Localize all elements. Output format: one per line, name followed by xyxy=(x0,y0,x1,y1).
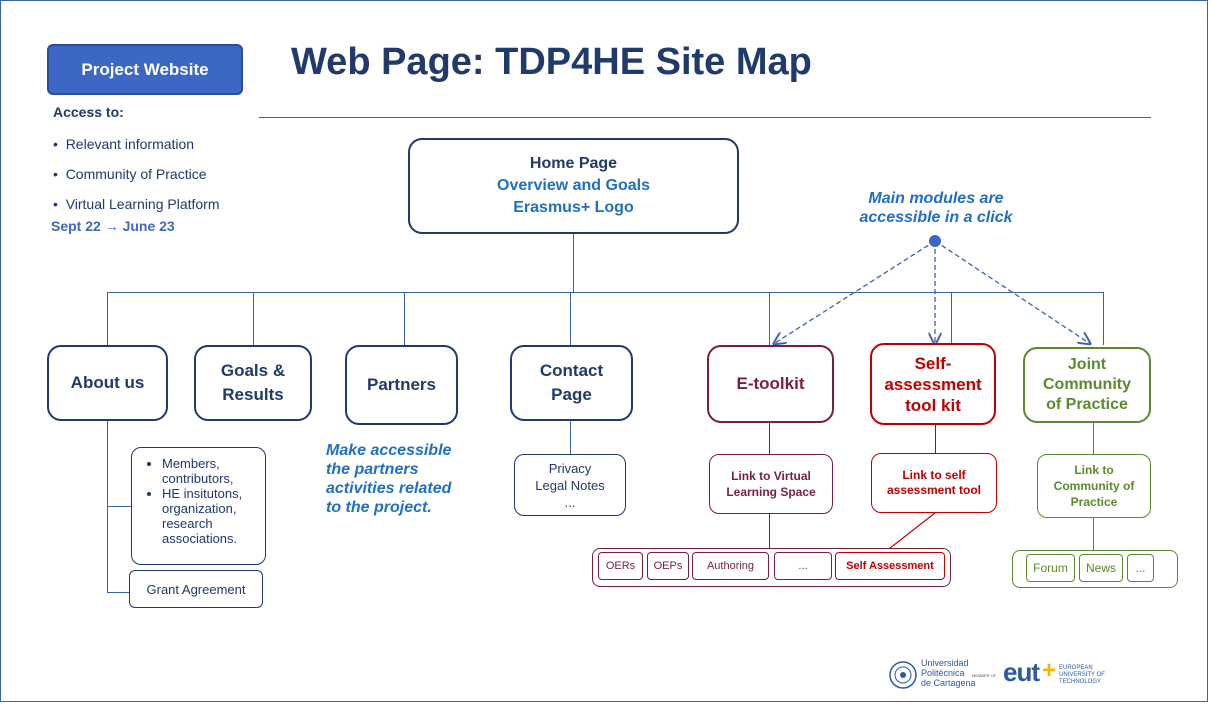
connector xyxy=(570,421,571,454)
about-item: HE insitutons, organization, research as… xyxy=(162,486,259,546)
community-link[interactable]: Link to Community of Practice xyxy=(1037,454,1151,518)
oers-chip[interactable]: OERs xyxy=(598,552,643,580)
e-toolkit-node[interactable]: E-toolkit xyxy=(707,345,834,423)
self-assessment-link[interactable]: Link to self assessment tool xyxy=(871,453,997,513)
about-item: Members, contributors, xyxy=(162,456,259,486)
connector xyxy=(107,292,108,345)
connector xyxy=(573,234,574,293)
joint-community-node[interactable]: Joint Community of Practice xyxy=(1023,347,1151,423)
access-label: Access to: xyxy=(53,104,124,120)
access-item: • Virtual Learning Platform xyxy=(53,196,220,212)
connector xyxy=(769,292,770,345)
connector xyxy=(951,292,952,345)
connector xyxy=(107,592,131,593)
self-assessment-chip[interactable]: Self Assessment xyxy=(835,552,945,580)
connector xyxy=(769,514,770,548)
more-chip[interactable]: ... xyxy=(774,552,832,580)
upct-seal-icon xyxy=(889,661,917,689)
contact-details: Privacy Legal Notes ... xyxy=(514,454,626,516)
connector xyxy=(253,292,254,345)
partners-node[interactable]: Partners xyxy=(345,345,458,425)
connector xyxy=(769,423,770,454)
project-website-label: Project Website xyxy=(81,59,209,79)
upct-logo: Universidad Politécnica de Cartagena xyxy=(888,656,1008,694)
connector xyxy=(107,292,1104,293)
connector xyxy=(107,421,108,593)
connector xyxy=(935,425,936,453)
self-assessment-node[interactable]: Self-assessment tool kit xyxy=(870,343,996,425)
connector xyxy=(1093,518,1094,550)
home-page-overview: Overview and Goals xyxy=(497,177,650,194)
home-page-logo-note: Erasmus+ Logo xyxy=(513,199,634,216)
virtual-learning-link[interactable]: Link to Virtual Learning Space xyxy=(709,454,833,514)
forum-chip[interactable]: Forum xyxy=(1026,554,1075,582)
about-us-details: Members, contributors, HE insitutons, or… xyxy=(131,447,266,565)
access-dates: Sept 22 → June 23 xyxy=(51,218,175,234)
home-page-title: Home Page xyxy=(529,155,618,172)
oeps-chip[interactable]: OEPs xyxy=(647,552,689,580)
access-list: • Relevant information • Community of Pr… xyxy=(53,129,220,219)
connector xyxy=(107,506,131,507)
grant-agreement-box[interactable]: Grant Agreement xyxy=(129,570,263,608)
project-website-button[interactable]: Project Website xyxy=(47,44,243,95)
authoring-chip[interactable]: Authoring xyxy=(692,552,769,580)
partners-callout: Make accessible the partners activities … xyxy=(326,442,452,516)
eut-mark: eut xyxy=(1003,657,1040,687)
about-us-node[interactable]: About us xyxy=(47,345,168,421)
home-page-node[interactable]: Home Page Overview and Goals Erasmus+ Lo… xyxy=(408,138,739,234)
connector xyxy=(404,292,405,345)
connector xyxy=(570,292,571,345)
connector xyxy=(1093,423,1094,454)
more-community-chip[interactable]: ... xyxy=(1127,554,1154,582)
modules-callout: Main modules are accessible in a click xyxy=(859,190,1013,226)
connector xyxy=(1103,292,1104,345)
member-of-label: MEMBER OF xyxy=(972,673,997,678)
eut-logo: eut + EUROPEAN UNIVERSITY OF TECHNOLOGY xyxy=(1003,657,1105,687)
access-item: • Relevant information xyxy=(53,136,195,152)
page-title: Web Page: TDP4HE Site Map xyxy=(291,41,812,83)
access-item: • Community of Practice xyxy=(53,166,207,182)
news-chip[interactable]: News xyxy=(1079,554,1123,582)
contact-page-node[interactable]: Contact Page xyxy=(510,345,633,421)
title-underline xyxy=(259,117,1151,118)
goals-results-node[interactable]: Goals & Results xyxy=(194,345,312,421)
eut-plus: + xyxy=(1042,657,1057,684)
